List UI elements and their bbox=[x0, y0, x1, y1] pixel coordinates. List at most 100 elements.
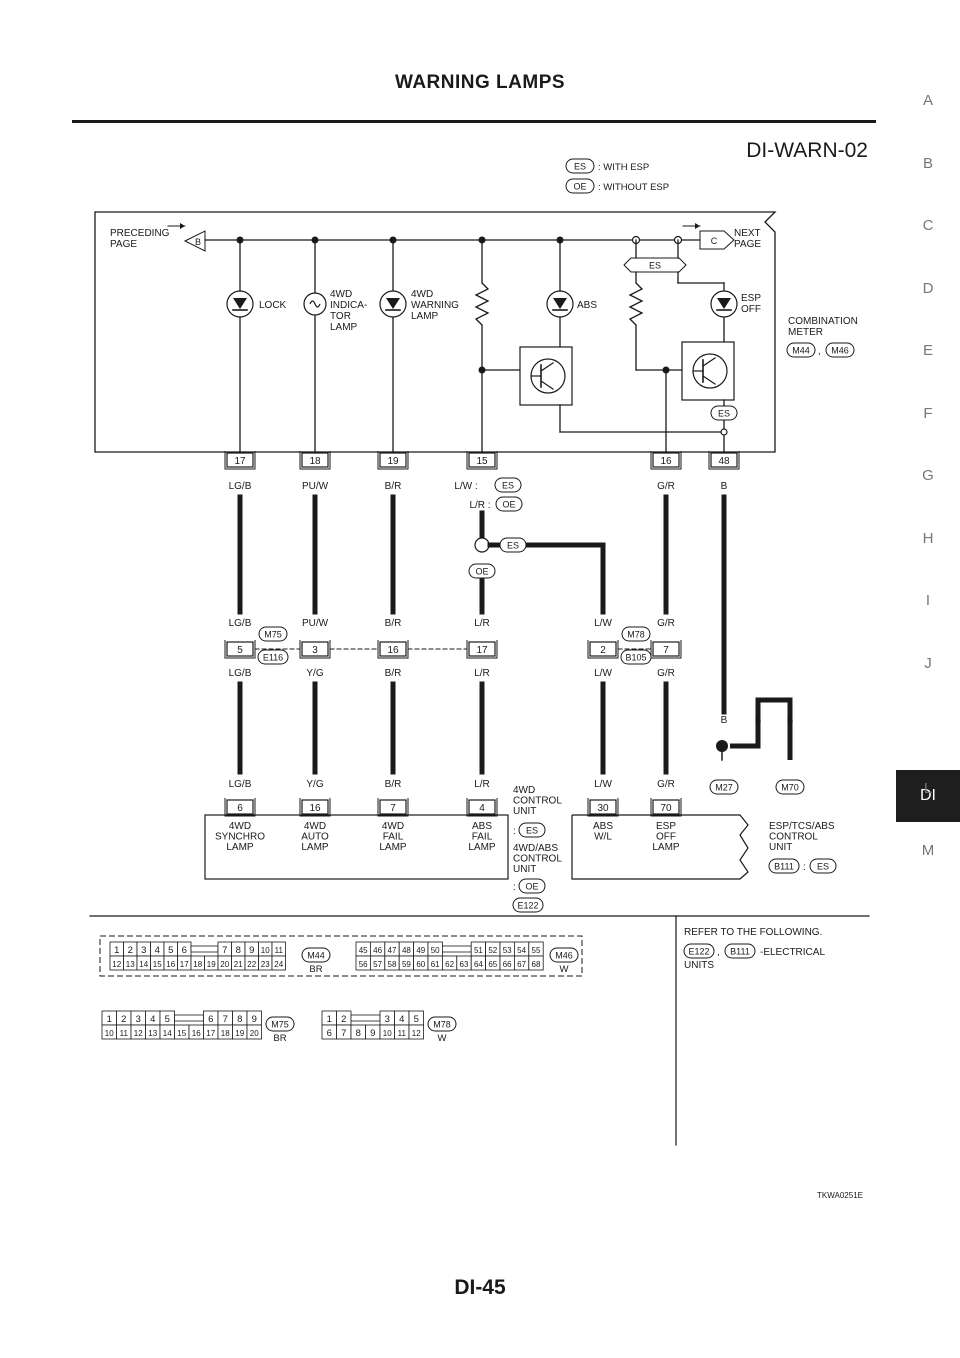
connector-m75-pin: 13 bbox=[148, 1029, 157, 1038]
meter-pin-18-shell bbox=[299, 451, 331, 470]
connector-m78-pin: 3 bbox=[385, 1014, 390, 1025]
section-tab-b[interactable]: B bbox=[922, 154, 933, 172]
wire-color-oe-pill bbox=[495, 496, 523, 512]
meter-pin-17-text: 17 bbox=[234, 456, 246, 467]
unit-pin-70-shell bbox=[650, 798, 682, 817]
junction-top-color: B/R bbox=[385, 618, 402, 629]
connector-m44-pin: 4 bbox=[155, 945, 160, 956]
section-tab-m[interactable]: M bbox=[921, 842, 935, 859]
reference-text: -ELECTRICAL bbox=[760, 947, 825, 958]
splice-oe-pill-text: OE bbox=[475, 567, 488, 577]
meter-pin-17-shell bbox=[224, 451, 256, 470]
unit-pin-7-shell bbox=[377, 798, 409, 817]
unit-wire-color: L/R bbox=[474, 779, 490, 790]
reference-item-e122-text: E122 bbox=[688, 947, 709, 957]
unit-pin-4-text: 4 bbox=[479, 803, 485, 814]
reference-item-b111-text: B111 bbox=[730, 947, 750, 957]
connector-m75-pin: 7 bbox=[223, 1014, 228, 1025]
connector-m75-pin: 15 bbox=[177, 1029, 186, 1038]
junction-pin-17 bbox=[468, 641, 496, 657]
section-tab-e[interactable]: E bbox=[922, 342, 933, 359]
connector-m78-pin: 5 bbox=[414, 1014, 419, 1025]
section-tab-di[interactable]: DI bbox=[896, 770, 960, 822]
connector-m44-id-text: M44 bbox=[307, 951, 325, 961]
meter-wire-color: B/R bbox=[385, 481, 402, 492]
ground-connector-m70 bbox=[775, 779, 805, 795]
section-tab-j[interactable]: J bbox=[924, 654, 932, 672]
connector-m75-pin: 9 bbox=[252, 1014, 257, 1025]
junction-top-color: L/W bbox=[594, 618, 612, 629]
connector-m78-pin: 12 bbox=[412, 1029, 421, 1038]
4wd-abs-unit-colon: : bbox=[513, 882, 516, 893]
4wd-abs-unit-label: UNIT bbox=[513, 864, 536, 875]
connector-m78-pin: 1 bbox=[327, 1014, 332, 1025]
unit-wire-color: L/W bbox=[594, 779, 612, 790]
section-tab-a[interactable]: A bbox=[922, 92, 933, 109]
meter-pin-16-text: 16 bbox=[660, 456, 672, 467]
unit-pin-6 bbox=[226, 799, 254, 815]
ground-wire-label: B bbox=[721, 715, 728, 726]
junction-pin-2 bbox=[589, 641, 617, 657]
section-tab-g[interactable]: G bbox=[922, 467, 934, 484]
unit-pin-30 bbox=[589, 799, 617, 815]
abs-transistor-collector bbox=[540, 362, 554, 372]
connector-m46-pin: 65 bbox=[488, 960, 497, 969]
connector-m78-pin: 9 bbox=[370, 1028, 375, 1039]
connector-m44-pin: 11 bbox=[275, 946, 284, 955]
4wd-unit-label: UNIT bbox=[513, 806, 536, 817]
warning-lamp-diode bbox=[386, 298, 400, 309]
unit-pin-4 bbox=[468, 799, 496, 815]
connector-m44-pin: 24 bbox=[274, 960, 283, 969]
connector-m75-pin: 18 bbox=[221, 1029, 230, 1038]
connector-m44-cell bbox=[271, 955, 286, 971]
esp-unit-connector-b111 bbox=[768, 858, 800, 874]
abs-transistor-emitter bbox=[540, 380, 554, 390]
section-tab-i[interactable]: I bbox=[925, 592, 931, 609]
connector-m78-pin: 10 bbox=[383, 1029, 392, 1038]
page-title: WARNING LAMPS bbox=[394, 72, 566, 93]
connector-m78-id-text: M78 bbox=[433, 1020, 451, 1030]
lock-lamp-diode bbox=[233, 298, 247, 309]
connector-m78-pin: 2 bbox=[341, 1014, 346, 1025]
4wd-abs-unit-label: 4WD/ABS bbox=[513, 843, 558, 854]
4wd-unit-es-pill bbox=[518, 822, 546, 838]
junction-bottom-color: G/R bbox=[657, 668, 675, 679]
junction-connector-b105-text: B105 bbox=[625, 653, 646, 663]
4wd-abs-unit-oe-pill-text: OE bbox=[525, 882, 538, 892]
section-tab-f[interactable]: F bbox=[923, 404, 933, 422]
meter-pin-15-shell bbox=[466, 451, 498, 470]
connector-m46-pin: 61 bbox=[431, 960, 440, 969]
connector-m44-pin: 19 bbox=[207, 960, 216, 969]
connector-m44-pin: 13 bbox=[126, 960, 135, 969]
unit-function-label: FAIL bbox=[383, 832, 404, 843]
section-tab-h[interactable]: H bbox=[922, 529, 934, 547]
next-arrow bbox=[699, 230, 735, 250]
junction-top-color: PU/W bbox=[302, 618, 329, 629]
reference-item-e122 bbox=[683, 943, 715, 959]
reference-text2: UNITS bbox=[684, 960, 714, 971]
4wd-unit-label: CONTROL bbox=[513, 796, 562, 807]
junction-pin-2-text: 2 bbox=[600, 645, 606, 656]
connector-m46-pin: 59 bbox=[402, 960, 411, 969]
unit-wire-color: B/R bbox=[385, 779, 402, 790]
junction-pin-5 bbox=[226, 641, 254, 657]
es-branch-tag bbox=[623, 257, 687, 273]
section-tab-d[interactable]: D bbox=[922, 279, 934, 297]
lamp-indicator-label: LAMP bbox=[330, 322, 358, 333]
unit-function-label: SYNCHRO bbox=[215, 832, 265, 843]
preceding-page-label: PRECEDING bbox=[110, 228, 170, 239]
section-tab-l[interactable]: L bbox=[923, 779, 933, 797]
connector-m46-pin: 62 bbox=[445, 960, 454, 969]
title-rule bbox=[72, 120, 876, 123]
junction-bottom-color: LG/B bbox=[229, 668, 252, 679]
connector-m44-pin: 15 bbox=[153, 960, 162, 969]
connector-m44-id bbox=[301, 947, 331, 963]
legend-oe-pill bbox=[565, 178, 595, 194]
esp-unit-colon: : bbox=[803, 862, 806, 873]
connector-m78-pin: 7 bbox=[341, 1028, 346, 1039]
junction-bottom-color: B/R bbox=[385, 668, 402, 679]
connector-m46-pin: 63 bbox=[460, 960, 469, 969]
section-tab-c[interactable]: C bbox=[922, 217, 934, 234]
connector-m44-pin: 9 bbox=[249, 945, 254, 956]
unit-function-label: W/L bbox=[594, 832, 612, 843]
